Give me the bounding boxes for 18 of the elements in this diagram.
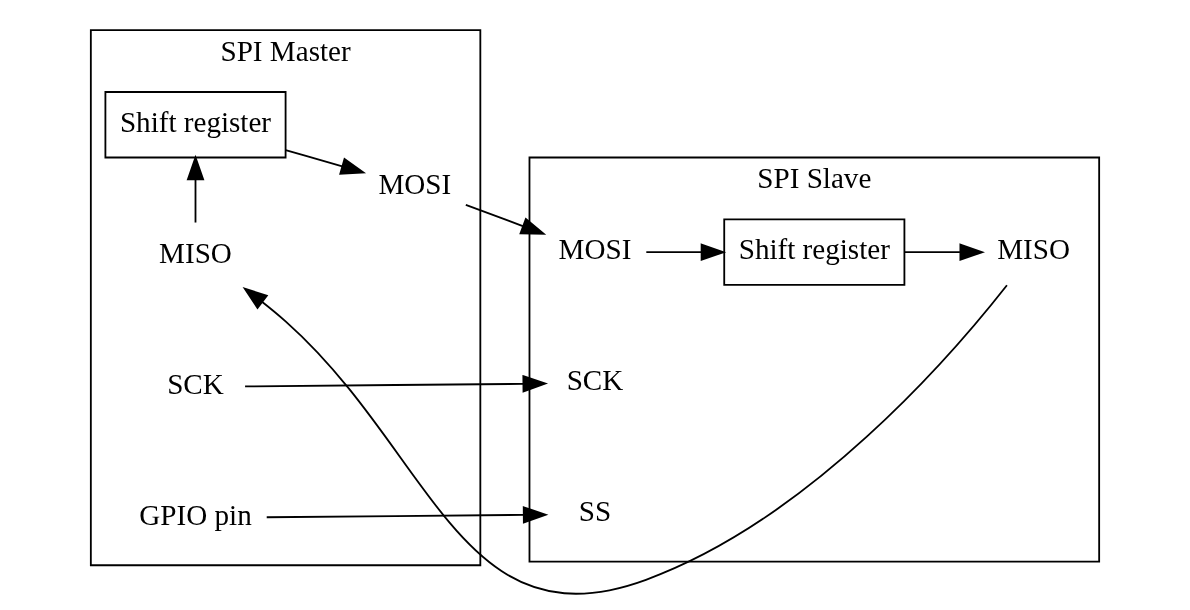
- arrow: [284, 149, 367, 175]
- node-text: MISO: [159, 236, 232, 269]
- node-text: GPIO pin: [139, 498, 252, 531]
- arrow: [242, 284, 1008, 595]
- node-text: MOSI: [378, 167, 452, 200]
- node-text: SCK: [167, 367, 224, 400]
- arrow: [265, 505, 549, 524]
- arrow: [186, 154, 205, 224]
- arrow: [464, 203, 547, 235]
- arrow: [903, 243, 985, 262]
- node-text: SS: [578, 495, 612, 528]
- arrow: [645, 243, 727, 262]
- arrow: [244, 374, 548, 393]
- node-box: Shift register: [104, 91, 287, 159]
- node-box: Shift register: [723, 218, 906, 286]
- node-text: MOSI: [558, 233, 632, 266]
- node-text: SCK: [566, 364, 624, 397]
- node-text: MISO: [997, 233, 1071, 266]
